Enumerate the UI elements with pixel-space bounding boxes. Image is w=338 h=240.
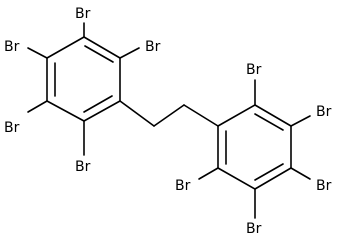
bromine-label: Br <box>246 221 262 237</box>
bond <box>46 36 85 59</box>
left-benzene-ring <box>46 36 121 122</box>
bond <box>290 167 311 180</box>
bromine-label: Br <box>145 39 161 55</box>
atom-labels: Br Br Br Br Br Br Br Br Br Br <box>4 6 332 237</box>
right-benzene-ring <box>217 104 292 190</box>
bond <box>46 100 85 122</box>
bromine-label: Br <box>175 178 191 194</box>
double-bond-inner <box>254 163 284 181</box>
bond <box>254 167 292 190</box>
bromine-label: Br <box>75 6 91 22</box>
bond <box>83 36 121 59</box>
bond <box>198 167 219 180</box>
bond <box>217 104 256 127</box>
bond <box>217 167 256 190</box>
bromine-label: Br <box>4 120 20 136</box>
bromine-label: Br <box>75 159 91 175</box>
bromine-label: Br <box>246 62 262 78</box>
bond <box>290 115 311 127</box>
bromine-label: Br <box>4 39 20 55</box>
double-bond-inner <box>83 95 113 113</box>
bond <box>183 104 219 127</box>
double-bond-inner <box>84 45 114 63</box>
ethylene-bridge <box>119 100 219 127</box>
double-bond-inner <box>254 113 284 131</box>
bond <box>119 47 140 59</box>
bond <box>153 104 185 127</box>
bond <box>27 100 48 113</box>
substituent-bonds <box>27 22 311 219</box>
bromine-label: Br <box>316 104 332 120</box>
bond <box>254 104 292 127</box>
bromine-label: Br <box>316 178 332 194</box>
bond <box>83 100 121 122</box>
bond <box>27 47 48 59</box>
bond <box>119 100 155 127</box>
